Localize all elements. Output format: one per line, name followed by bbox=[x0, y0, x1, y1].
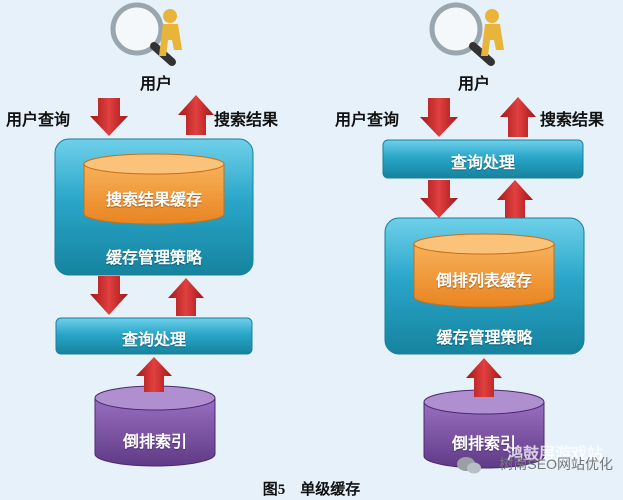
watermark-logo-text: 鸿鼓层游戏站 bbox=[506, 446, 603, 463]
left-user-label: 用户 bbox=[140, 76, 173, 93]
left-cache-db bbox=[83, 153, 225, 225]
arrow-up-right-mid bbox=[497, 180, 533, 218]
right-query-processing-label: 查询处理 bbox=[450, 155, 515, 172]
left-results-label: 搜索结果 bbox=[214, 112, 279, 129]
arrow-down-right-mid bbox=[420, 180, 458, 218]
right-cache-db-label: 倒排列表缓存 bbox=[435, 273, 532, 290]
arrow-up-left-index bbox=[136, 357, 172, 392]
right-index-db bbox=[423, 389, 545, 469]
left-query-label: 用户查询 bbox=[6, 112, 71, 129]
right-index-db-label: 倒排索引 bbox=[451, 436, 516, 453]
right-strategy-label: 缓存管理策略 bbox=[436, 330, 533, 347]
right-query-processing-box bbox=[382, 139, 584, 179]
right-user-label: 用户 bbox=[458, 76, 491, 93]
arrow-down-left-query bbox=[90, 98, 128, 136]
arrow-up-right-index bbox=[466, 358, 502, 397]
arrow-down-right-query bbox=[420, 98, 458, 137]
watermark-text: 树南SEO网站优化 bbox=[499, 456, 613, 472]
left-index-db-label: 倒排索引 bbox=[122, 434, 187, 451]
left-cache-db-label: 搜索结果缓存 bbox=[105, 192, 202, 209]
arrow-up-left-results bbox=[178, 95, 214, 135]
right-cache-db bbox=[413, 233, 555, 308]
left-index-db bbox=[94, 385, 216, 467]
wechat-logo-icon bbox=[457, 457, 481, 474]
arrow-up-left-mid bbox=[168, 278, 204, 316]
user-search-icon-left bbox=[110, 2, 182, 66]
left-query-processing-label: 查询处理 bbox=[121, 332, 186, 349]
arrow-up-right-results bbox=[500, 97, 536, 137]
user-search-icon-right bbox=[429, 2, 504, 66]
right-query-label: 用户查询 bbox=[335, 112, 400, 129]
right-results-label: 搜索结果 bbox=[540, 112, 605, 129]
left-strategy-label: 缓存管理策略 bbox=[105, 250, 202, 267]
left-query-processing-box bbox=[55, 317, 253, 355]
arrow-down-left-mid bbox=[90, 276, 128, 315]
figure-caption: 图5 单级缓存 bbox=[262, 482, 361, 498]
